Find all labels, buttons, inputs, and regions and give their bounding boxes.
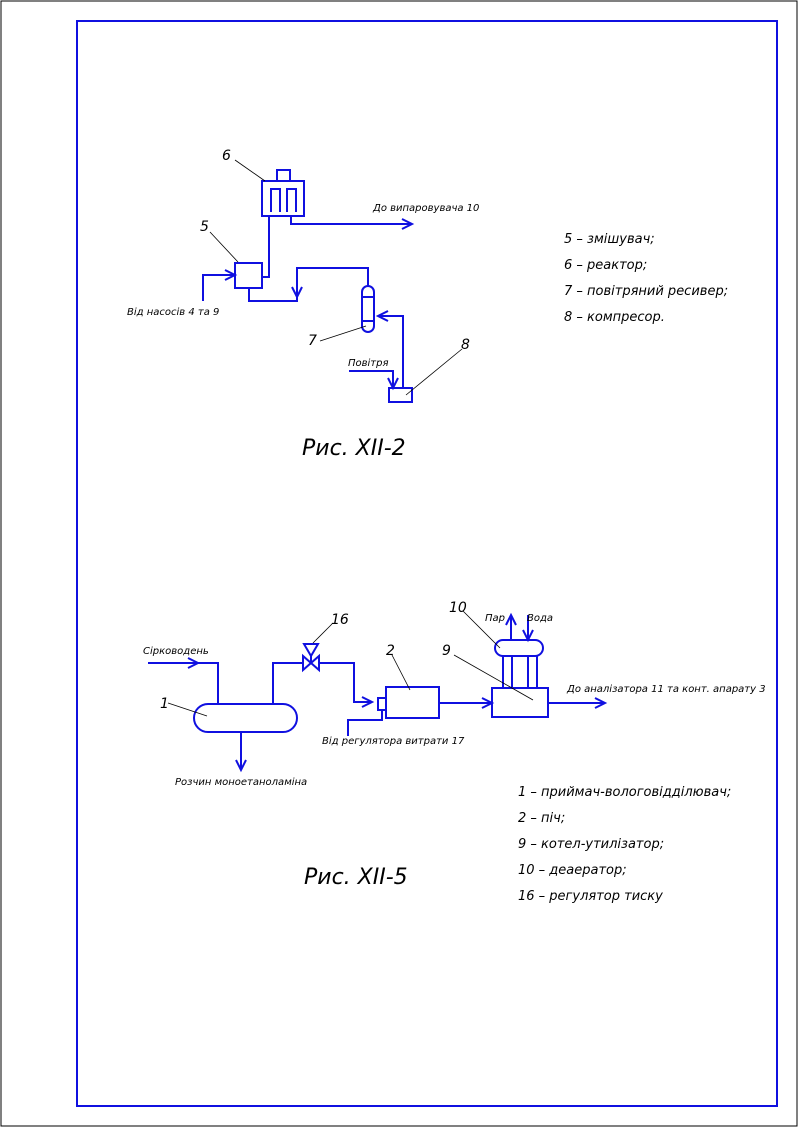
label-num-10: 10	[449, 600, 467, 616]
label-num-5: 5	[200, 219, 209, 235]
arrow-steam	[505, 612, 517, 626]
arrow-into-line	[291, 286, 303, 300]
label-from-pumps: Від насосів 4 та 9	[127, 306, 219, 318]
line-from-pumps	[202, 274, 235, 301]
leader-8	[405, 348, 463, 396]
burner-box	[377, 697, 387, 711]
legend-item: 9 – котел-утилізатор;	[518, 837, 664, 852]
label-num-2: 2	[386, 643, 395, 659]
compressor-8	[388, 387, 413, 403]
deaerator-pipes	[502, 656, 538, 688]
label-num-6: 6	[222, 148, 231, 164]
label-steam: Пар	[485, 613, 505, 624]
legend-item: 6 – реактор;	[564, 258, 647, 273]
label-flow-regulator: Від регулятора витрати 17	[322, 735, 465, 747]
legend-fig-xii-2: 5 – змішувач; 6 – реактор; 7 – повітряни…	[564, 232, 728, 325]
label-num-7: 7	[308, 333, 317, 349]
arrow-water	[522, 629, 534, 643]
label-num-16: 16	[331, 612, 349, 628]
arrow-from-pumps	[224, 269, 238, 281]
legend-item: 5 – змішувач;	[564, 232, 655, 247]
leader-10	[462, 610, 501, 649]
line-air-to-compressor	[349, 370, 394, 388]
leader-16	[312, 623, 333, 644]
legend-item: 1 – приймач-вологовідділювач;	[518, 785, 731, 800]
label-mea: Розчин моноетаноламіна	[175, 776, 307, 788]
pressure-regulator-16	[302, 643, 320, 673]
label-num-1: 1	[160, 696, 169, 712]
leader-2	[391, 654, 411, 691]
receiver-separator-1	[193, 703, 298, 733]
legend-item: 10 – деаератор;	[518, 863, 627, 878]
arrow-to-burner	[361, 696, 375, 708]
line-flow-regulator	[347, 710, 383, 736]
leader-7	[319, 325, 367, 342]
drawing-frame	[76, 20, 778, 1107]
legend-item: 2 – піч;	[518, 811, 565, 826]
mixer-5	[234, 262, 263, 289]
legend-item: 16 – регулятор тиску	[518, 889, 663, 904]
legend-item: 7 – повітряний ресивер;	[564, 284, 728, 299]
line-compressor-to-receiver	[378, 315, 404, 388]
arrow-mea	[235, 759, 247, 773]
label-num-9: 9	[442, 643, 451, 659]
deaerator-10	[494, 639, 544, 657]
label-water: Вода	[527, 613, 553, 624]
line-gas-to-furnace	[272, 662, 372, 704]
leader-5	[209, 231, 239, 263]
arrow-to-analyzer	[594, 697, 608, 709]
reactor-6	[261, 169, 305, 217]
leader-9	[453, 654, 534, 701]
arrow-to-evaporator	[401, 218, 415, 230]
figure-xii-2: 6 5 7 8 До випаровувача 10 Від насосів 4…	[127, 148, 728, 461]
label-air: Повітря	[348, 357, 389, 369]
line-mixer-loop	[248, 267, 369, 302]
line-h2s-inlet	[148, 662, 219, 704]
line-to-evaporator	[290, 216, 412, 225]
leader-1	[167, 702, 208, 717]
figure-xii-5: 1 16 2 9 10 Сірководень Розчин моноетано…	[143, 600, 766, 904]
caption-fig-xii-2: Рис. XII-2	[302, 436, 406, 461]
label-to-evaporator: До випаровувача 10	[372, 203, 479, 214]
furnace-2	[385, 686, 440, 719]
air-receiver-7	[361, 285, 375, 333]
line-mixer-to-reactor	[262, 216, 270, 278]
leader-6	[234, 159, 266, 182]
arrow-h2s	[187, 657, 201, 669]
legend-item: 8 – компресор.	[564, 310, 665, 325]
label-num-8: 8	[461, 337, 470, 353]
label-to-analyzer: До аналізатора 11 та конт. апарату 3	[566, 683, 766, 695]
legend-fig-xii-5: 1 – приймач-вологовідділювач; 2 – піч; 9…	[518, 785, 731, 904]
label-h2s: Сірководень	[143, 645, 209, 657]
caption-fig-xii-5: Рис. XII-5	[304, 865, 408, 890]
arrow-to-receiver	[375, 310, 389, 322]
